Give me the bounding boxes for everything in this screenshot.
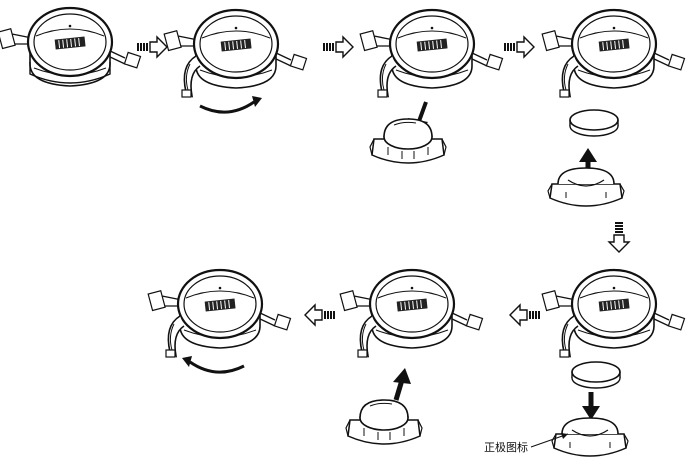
step-6-cover	[345, 399, 423, 445]
step-2-rotate-clip	[163, 8, 308, 114]
step-4-take-out-battery	[541, 8, 686, 98]
step-1-device-closed	[0, 6, 142, 88]
step-5-insert-battery	[541, 268, 686, 358]
step-6-up-arrow	[393, 368, 411, 401]
step-arrow-left	[509, 304, 541, 326]
step-4-battery	[569, 109, 619, 137]
step-4-empty-cover	[547, 167, 625, 207]
step-7-close-clip	[147, 268, 292, 374]
step-5-battery	[571, 361, 621, 389]
step-arrow-right	[136, 36, 168, 58]
step-5-down-arrow	[582, 392, 600, 420]
step-arrow-down	[608, 221, 630, 253]
annotation-label: 正极图标	[484, 440, 528, 454]
step-arrow-right	[322, 36, 354, 58]
step-3-cover-removed	[369, 118, 447, 164]
positive-icon-annotation: 正极图标	[484, 433, 569, 454]
step-6-replace-cover	[339, 268, 484, 358]
step-3-remove-cover	[359, 8, 504, 136]
step-arrow-left	[304, 304, 336, 326]
step-arrow-right	[503, 36, 535, 58]
